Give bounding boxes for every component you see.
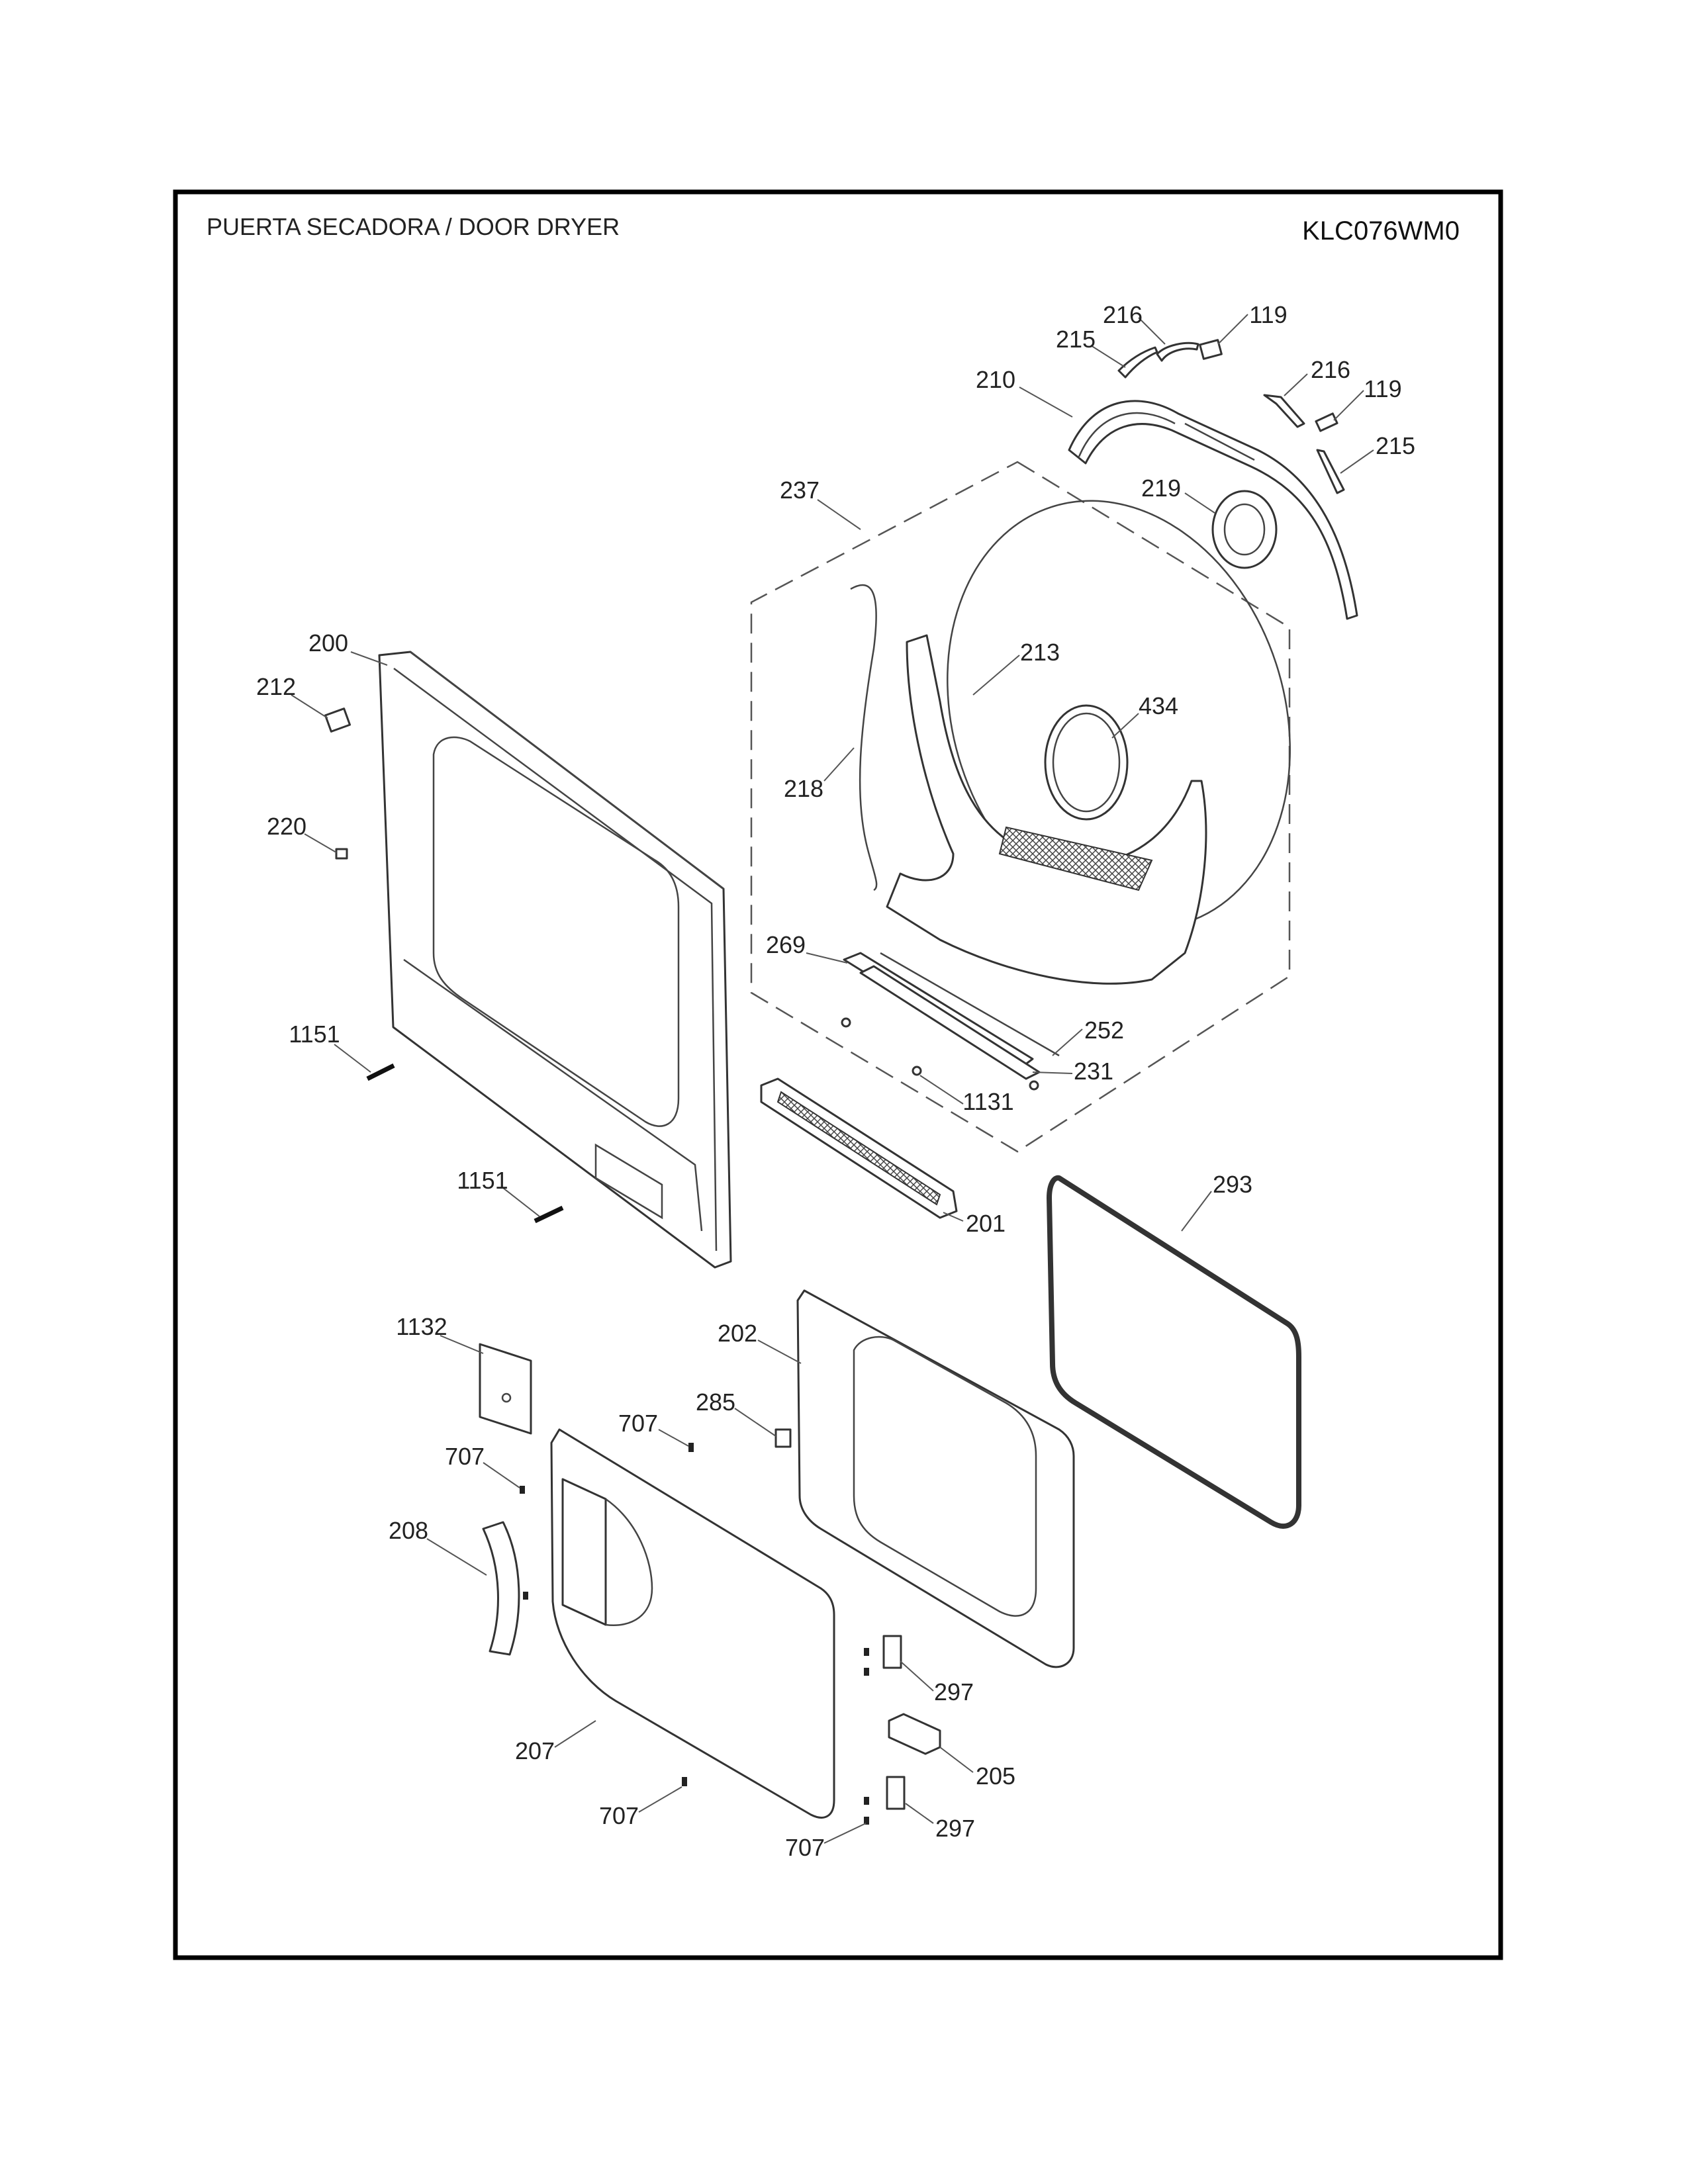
part-201-lint-filter — [760, 1077, 958, 1219]
part-label: 219 — [1141, 475, 1181, 502]
part-205-block — [888, 1713, 941, 1755]
part-212-switch — [324, 707, 352, 733]
part-218-wire — [850, 584, 878, 891]
part-label: 707 — [785, 1834, 825, 1861]
assembly-237-boundary — [750, 461, 1291, 1153]
part-220-clip — [335, 848, 348, 860]
part-297-hinge — [882, 1635, 902, 1669]
part-labels: 216 119 215 210 216 119 215 237 219 200 … — [256, 301, 1415, 1861]
part-1151-pin — [534, 1205, 564, 1224]
part-label: 707 — [618, 1410, 658, 1437]
part-label: 212 — [256, 673, 296, 700]
part-label: 297 — [934, 1678, 974, 1706]
part-label: 434 — [1139, 692, 1178, 719]
part-label: 293 — [1213, 1171, 1252, 1198]
part-label: 707 — [445, 1443, 485, 1470]
part-210-bulkhead — [1068, 400, 1358, 620]
page-frame — [173, 189, 1503, 1960]
part-label: 269 — [766, 931, 806, 958]
part-label: 119 — [1249, 301, 1287, 328]
part-215-clip — [1117, 346, 1158, 379]
part-label: 1131 — [962, 1088, 1013, 1115]
part-label: 231 — [1074, 1058, 1113, 1085]
part-label: 200 — [308, 629, 348, 657]
part-label: 252 — [1084, 1017, 1124, 1044]
part-216-clip — [1263, 394, 1305, 428]
part-label: 297 — [935, 1815, 975, 1842]
part-252-strip — [880, 952, 1060, 1057]
part-219-duct-ring — [1211, 490, 1278, 569]
part-label: 285 — [696, 1388, 735, 1416]
leader-lines — [291, 314, 1374, 1844]
part-label: 215 — [1056, 326, 1096, 353]
part-label: 210 — [976, 366, 1015, 393]
part-label: 207 — [515, 1737, 555, 1764]
part-label: 201 — [966, 1210, 1006, 1237]
part-119-pad — [1199, 339, 1223, 360]
diagram-title: PUERTA SECADORA / DOOR DRYER — [207, 213, 620, 240]
part-label: 215 — [1376, 432, 1415, 459]
part-label: 1151 — [289, 1021, 340, 1048]
part-231-cover — [859, 965, 1041, 1080]
part-202-door-inner-frame — [796, 1289, 1075, 1668]
part-label: 237 — [780, 477, 820, 504]
part-216-clip — [1156, 341, 1199, 362]
part-label: 202 — [718, 1320, 757, 1347]
part-215-clip — [1316, 449, 1345, 494]
part-label: 220 — [267, 813, 306, 840]
part-293-door-gasket — [1047, 1175, 1301, 1529]
model-number: KLC076WM0 — [1302, 216, 1460, 246]
part-434-felt-ring — [1044, 704, 1129, 821]
part-label: 208 — [389, 1517, 428, 1544]
part-label: 1132 — [396, 1313, 447, 1340]
part-297-hinge — [886, 1776, 906, 1810]
part-label: 216 — [1311, 356, 1350, 383]
part-1132-plate — [479, 1343, 532, 1435]
part-208-handle — [482, 1521, 520, 1656]
part-label: 205 — [976, 1762, 1015, 1790]
part-200-front-panel — [378, 651, 732, 1269]
screw — [912, 1066, 922, 1076]
screw — [841, 1017, 851, 1028]
screws-707 — [520, 1443, 869, 1825]
part-label: 218 — [784, 775, 823, 802]
part-label: 216 — [1103, 301, 1143, 328]
part-label: 1151 — [457, 1167, 508, 1194]
part-1151-pin — [366, 1063, 395, 1081]
part-285-latch — [774, 1428, 792, 1448]
part-label: 707 — [599, 1802, 639, 1829]
part-front-bulkhead — [886, 634, 1207, 985]
part-label: 119 — [1364, 375, 1401, 402]
part-119-pad — [1315, 412, 1338, 432]
screw — [1029, 1080, 1039, 1091]
part-label: 213 — [1020, 639, 1060, 666]
part-207-outer-door — [550, 1428, 835, 1819]
